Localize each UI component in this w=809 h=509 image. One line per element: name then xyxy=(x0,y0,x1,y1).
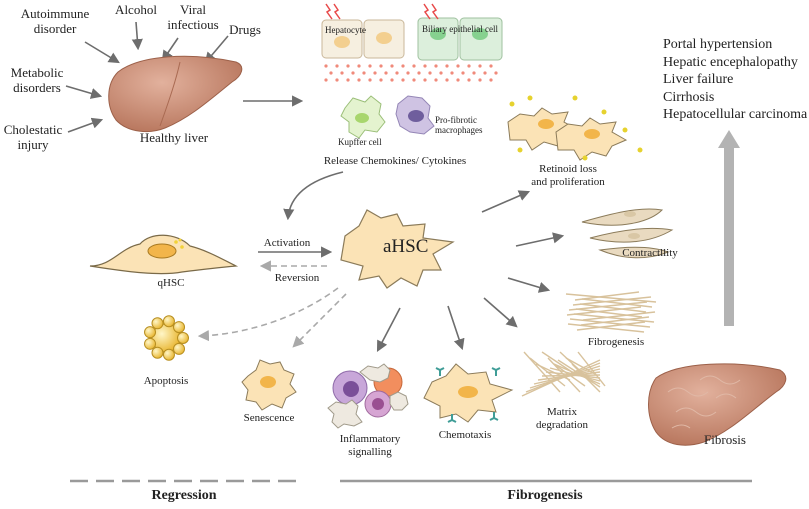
apoptosis-cell-icon xyxy=(144,315,189,361)
outcome-item: Cirrhosis xyxy=(663,89,715,105)
regression-footer: Regression xyxy=(151,488,217,503)
macrophage-icon xyxy=(395,95,435,135)
healthy-liver-label: Healthy liver xyxy=(139,130,209,145)
kupffer-label: Kupffer cell xyxy=(338,137,382,147)
collagen-fibers-icon xyxy=(565,291,657,333)
retinoid-cells-icon xyxy=(507,95,643,161)
inflammatory-cells-icon xyxy=(327,363,409,429)
fibrotic-liver-icon xyxy=(648,363,787,446)
progression-arrow xyxy=(718,130,740,326)
cytokine-dots xyxy=(324,64,498,82)
release-to-hsc-arrow xyxy=(283,171,344,221)
hepatocyte-label: Hepatocyte xyxy=(325,25,366,35)
activation-label: Activation xyxy=(263,237,311,249)
biliary-label: Biliary epithelial cell xyxy=(422,24,498,34)
biliary-epithelial-cell-icon xyxy=(417,3,503,61)
release-label: Release Chemokines/ Cytokines xyxy=(323,155,467,167)
kupffer-cell-icon xyxy=(340,95,386,139)
outcome-list: Portal hypertension Hepatic encephalopat… xyxy=(663,36,807,124)
hepatocyte-icon xyxy=(321,3,405,59)
healthy-liver-icon xyxy=(108,55,243,133)
outcome-item: Hepatic encephalopathy xyxy=(663,54,798,70)
regression-arrows xyxy=(197,287,347,348)
outcome-item: Hepatocellular carcinoma xyxy=(663,107,808,122)
ahsc-label: aHSC xyxy=(383,236,429,257)
matrix-degradation-icon xyxy=(521,351,606,397)
outcome-item: Liver failure xyxy=(663,72,734,87)
ahsc-effect-arrows xyxy=(376,190,565,352)
senescence-cell-icon xyxy=(241,359,297,411)
ahsc-icon xyxy=(340,209,455,289)
fibrogenesis-footer: Fibrogenesis xyxy=(507,488,583,503)
qhsc-label: qHSC xyxy=(157,277,185,289)
senescence-label: Senescence xyxy=(243,412,295,424)
cause-drugs: Drugs xyxy=(229,22,261,37)
fibrosis-label: Fibrosis xyxy=(704,432,746,447)
reversion-label: Reversion xyxy=(274,272,320,284)
chemotaxis-label: Chemotaxis xyxy=(438,429,492,441)
qhsc-icon xyxy=(89,234,239,275)
cause-alcohol: Alcohol xyxy=(115,2,157,17)
outcome-item: Portal hypertension xyxy=(663,37,773,52)
apoptosis-label: Apoptosis xyxy=(143,375,189,387)
contractility-label: Contractllity xyxy=(622,247,678,259)
chemotaxis-cell-icon xyxy=(423,363,514,423)
cause-arrows xyxy=(65,21,229,133)
fibrogenesis-label: Fibrogenesis xyxy=(587,336,645,348)
contractility-cells-icon xyxy=(581,208,674,259)
